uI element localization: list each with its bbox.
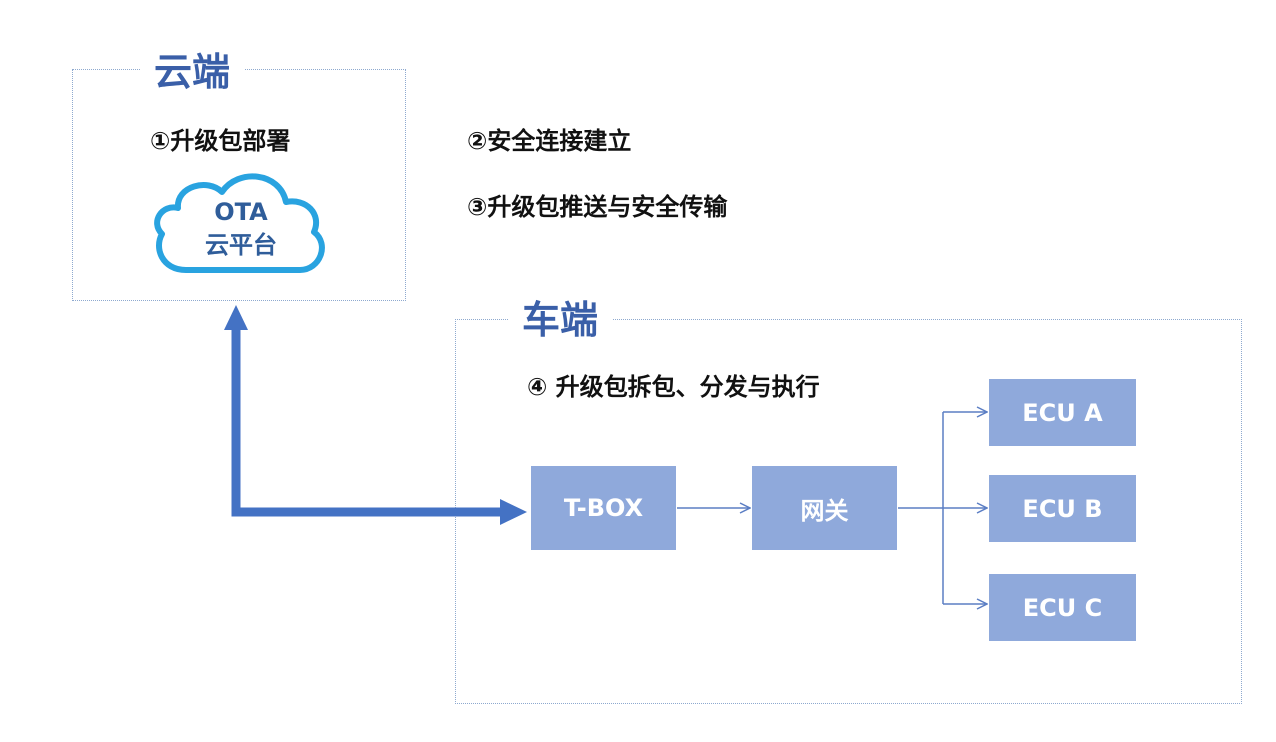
ecu-c-node: ECU C <box>989 574 1136 641</box>
step-4-label: ④ 升级包拆包、分发与执行 <box>527 373 820 401</box>
step-1-label: ①升级包部署 <box>150 127 291 155</box>
step-2-label: ②安全连接建立 <box>467 127 632 155</box>
vehicle-region-title: 车端 <box>508 298 613 342</box>
ecu-b-node: ECU B <box>989 475 1136 542</box>
ecu-a-node: ECU A <box>989 379 1136 446</box>
ota-platform-label-line1: OTA <box>214 198 268 226</box>
cloud-region-title: 云端 <box>140 50 245 94</box>
gateway-node: 网关 <box>752 466 897 550</box>
tbox-node: T-BOX <box>531 466 676 550</box>
cloud-vehicle-link-arrow <box>224 305 527 525</box>
gateway-to-ecu-branch <box>898 412 987 604</box>
ota-platform-label-line2: 云平台 <box>205 231 277 259</box>
cloud-icon <box>154 173 325 273</box>
step-3-label: ③升级包推送与安全传输 <box>467 193 728 221</box>
